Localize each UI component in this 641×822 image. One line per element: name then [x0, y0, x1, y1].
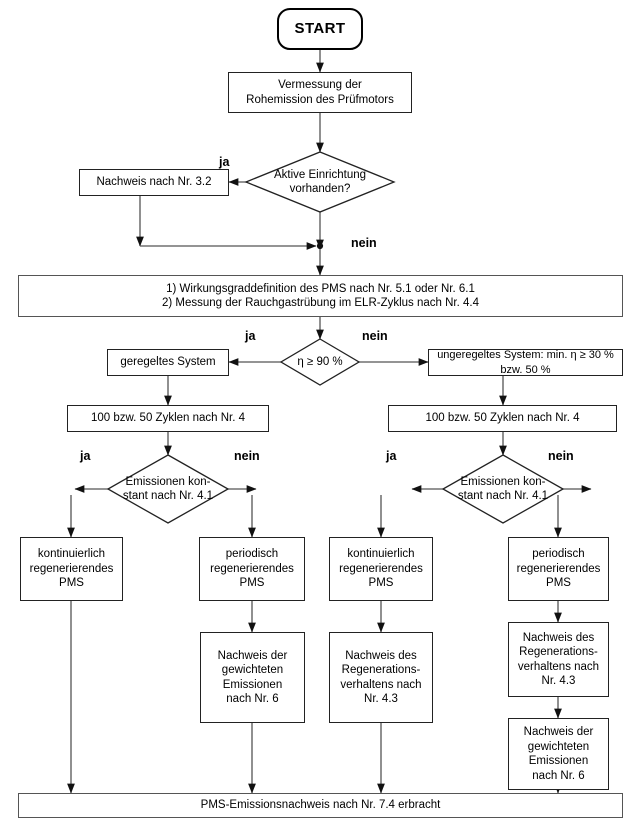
- node-zyklen-links: 100 bzw. 50 Zyklen nach Nr. 4: [67, 405, 269, 432]
- node-nachweis-regeneration-2: Nachweis des Regenerations- verhaltens n…: [508, 622, 609, 697]
- edge-label-nein-links: nein: [234, 449, 260, 463]
- node-nachweis-32-label: Nachweis nach Nr. 3.2: [96, 176, 212, 189]
- node-emissionen-konstant-links-label: Emissionen kon- stant nach Nr. 4.1: [122, 475, 214, 503]
- node-nachweis-regeneration-2-label: Nachweis des Regenerations- verhaltens n…: [517, 631, 600, 688]
- node-emissionen-konstant-rechts-label: Emissionen kon- stant nach Nr. 4.1: [457, 475, 549, 503]
- edge-label-nein-rechts: nein: [548, 449, 574, 463]
- node-zyklen-rechts: 100 bzw. 50 Zyklen nach Nr. 4: [388, 405, 617, 432]
- edge-label-ja-links: ja: [80, 449, 91, 463]
- start-label: START: [294, 19, 346, 37]
- node-aktive-einrichtung: Aktive Einrichtung vorhanden?: [244, 151, 396, 213]
- node-pms-periodisch-1: periodisch regenerierendes PMS: [199, 537, 305, 601]
- node-ungeregeltes-system: ungeregeltes System: min. η ≥ 30 % bzw. …: [428, 349, 623, 376]
- node-nachweis-gewichtet-2: Nachweis der gewichteten Emissionen nach…: [508, 718, 609, 790]
- node-zyklen-links-label: 100 bzw. 50 Zyklen nach Nr. 4: [90, 412, 246, 425]
- node-vermessung-label: Vermessung der Rohemission des Prüfmotor…: [246, 79, 394, 106]
- start-terminator: START: [277, 8, 363, 50]
- node-nachweis-gewichtet-1-label: Nachweis der gewichteten Emissionen nach…: [217, 649, 288, 706]
- node-nachweis-32: Nachweis nach Nr. 3.2: [79, 169, 229, 196]
- edge-label-ja-aktive: ja: [219, 155, 230, 169]
- node-geregeltes-system-label: geregeltes System: [120, 356, 216, 369]
- node-nachweis-regeneration-1-label: Nachweis des Regenerations- verhaltens n…: [340, 649, 422, 706]
- node-eta-decision-label: η ≥ 90 %: [297, 355, 343, 368]
- node-pms-periodisch-2: periodisch regenerierendes PMS: [508, 537, 609, 601]
- node-emissionen-konstant-rechts: Emissionen kon- stant nach Nr. 4.1: [441, 454, 565, 524]
- node-nachweis-gewichtet-2-label: Nachweis der gewichteten Emissionen nach…: [523, 726, 594, 782]
- edge-label-ja-eta: ja: [245, 329, 256, 343]
- node-wirkungsgrad: 1) Wirkungsgraddefinition des PMS nach N…: [18, 275, 623, 317]
- node-pms-kontinuierlich-1-label: kontinuierlich regenerierendes PMS: [29, 548, 114, 590]
- edge-label-nein-eta: nein: [362, 329, 388, 343]
- edge-label-ja-rechts: ja: [386, 449, 397, 463]
- node-nachweis-regeneration-1: Nachweis des Regenerations- verhaltens n…: [329, 632, 433, 723]
- node-zyklen-rechts-label: 100 bzw. 50 Zyklen nach Nr. 4: [425, 412, 580, 425]
- node-wirkungsgrad-label: 1) Wirkungsgraddefinition des PMS nach N…: [161, 282, 480, 310]
- node-geregeltes-system: geregeltes System: [107, 349, 229, 376]
- node-pms-periodisch-1-label: periodisch regenerierendes PMS: [210, 548, 294, 590]
- node-vermessung: Vermessung der Rohemission des Prüfmotor…: [228, 72, 412, 113]
- node-ende-label: PMS-Emissionsnachweis nach Nr. 7.4 erbra…: [200, 799, 441, 812]
- junction-dot: [316, 242, 324, 250]
- node-pms-kontinuierlich-2-label: kontinuierlich regenerierendes PMS: [339, 548, 423, 590]
- edge-label-nein-aktive: nein: [351, 236, 377, 250]
- node-ende: PMS-Emissionsnachweis nach Nr. 7.4 erbra…: [18, 793, 623, 818]
- node-pms-periodisch-2-label: periodisch regenerierendes PMS: [516, 548, 601, 590]
- node-pms-kontinuierlich-1: kontinuierlich regenerierendes PMS: [20, 537, 123, 601]
- node-pms-kontinuierlich-2: kontinuierlich regenerierendes PMS: [329, 537, 433, 601]
- node-eta-decision: η ≥ 90 %: [279, 338, 361, 386]
- node-ungeregeltes-system-label: ungeregeltes System: min. η ≥ 30 % bzw. …: [437, 349, 614, 376]
- node-emissionen-konstant-links: Emissionen kon- stant nach Nr. 4.1: [106, 454, 230, 524]
- node-aktive-einrichtung-label: Aktive Einrichtung vorhanden?: [273, 168, 367, 196]
- node-nachweis-gewichtet-1: Nachweis der gewichteten Emissionen nach…: [200, 632, 305, 723]
